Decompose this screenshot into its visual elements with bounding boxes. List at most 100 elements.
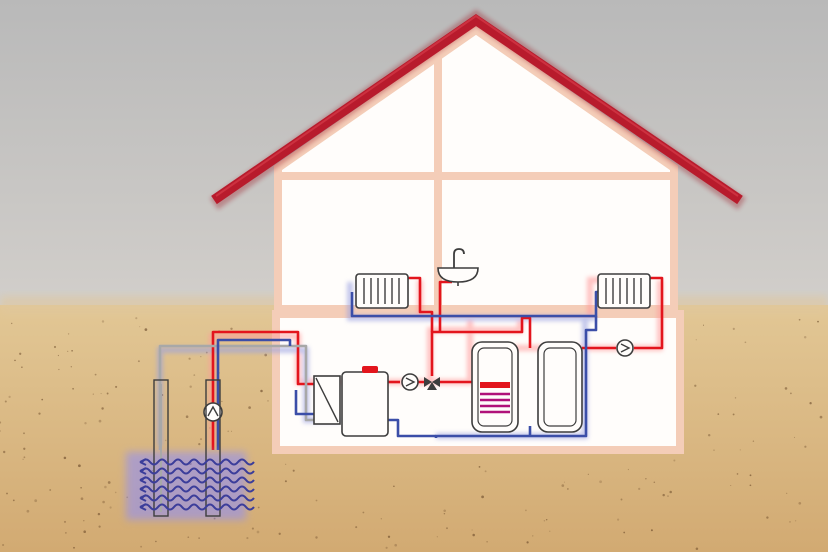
soil-speckle [63,456,67,460]
soil-speckle [673,459,676,462]
soil-speckle [83,530,86,533]
soil-speckle [104,485,107,489]
soil-speckle [22,458,24,460]
soil-speckle [139,326,141,328]
soil-speckle [793,436,796,438]
soil-speckle [0,421,2,424]
soil-speckle [436,536,438,538]
soil-speckle [786,492,788,494]
soil-speckle [292,469,295,472]
soil-speckle [230,327,233,330]
three-way-valve [424,377,440,390]
soil-speckle [267,400,269,402]
soil-speckle [21,366,23,369]
soil-speckle [563,481,565,483]
soil-speckle [650,529,653,532]
soil-speckle [137,360,140,363]
soil-speckle [695,547,699,551]
soil-speckle [80,497,84,501]
flow-arrow-icon [139,458,147,466]
soil-speckle [101,407,104,410]
soil-speckle [362,511,365,514]
soil-speckle [484,470,487,473]
flow-arrow-icon [139,485,147,493]
soil-speckle [70,366,72,368]
soil-speckle [53,345,57,349]
soil-speckle [83,520,85,522]
soil-speckle [627,468,630,471]
radiator-right [597,273,651,309]
flow-arrow-icon [139,467,147,475]
brine-return-pipe-2 [216,338,292,450]
soil-speckle [101,320,105,323]
soil-speckle [8,395,11,399]
soil-speckle [187,536,190,539]
soil-speckle [794,520,797,522]
soil-speckle [749,484,752,487]
soil-speckle [278,532,281,535]
soil-speckle [58,368,60,371]
soil-speckle [645,478,647,480]
soil-speckle [135,317,138,320]
soil-speckle [251,527,254,530]
collector-loop [141,494,255,502]
soil-speckle [817,320,819,323]
soil-speckle [19,352,22,355]
soil-speckle [230,430,233,432]
soil-speckle [567,488,569,490]
heat-pump [341,366,389,437]
soil-speckle [798,501,802,505]
soil-speckle [766,516,769,519]
heat-pump-return-pipe [388,418,436,438]
soil-speckle [385,546,388,549]
soil-speckle [114,491,117,494]
soil-speckle [481,495,484,499]
soil-speckle [57,354,59,357]
soil-speckle [702,324,705,326]
circulation-pump-brine [203,402,223,422]
basement-floor [272,446,684,454]
radiator-left-fins [363,278,400,304]
soil-speckle [188,357,191,360]
soil-speckle [109,506,112,509]
soil-speckle [561,484,565,487]
soil-speckle [669,490,672,494]
soil-speckle [662,493,665,497]
soil-speckle [446,527,448,530]
hot-water-storage-tank [471,341,519,433]
soil-speckle [486,541,488,543]
soil-speckle [34,499,38,503]
ground-collector-loops [139,458,255,511]
soil-speckle [707,433,711,437]
soil-speckle [315,499,318,502]
heat-pump-top-indicator [362,366,378,373]
soil-speckle [14,359,16,362]
soil-speckle [23,456,26,459]
soil-speckle [4,400,7,403]
soil-speckle [695,339,697,341]
soil-speckle [26,509,30,513]
soil-speckle [526,541,529,544]
soil-speckle [809,402,812,405]
soil-speckle [185,415,189,418]
soil-speckle [248,406,251,409]
soil-speckle [115,385,118,388]
valve-riser-pipe [430,316,532,376]
soil-speckle [65,532,67,534]
brine-return-pipe-3 [294,390,314,416]
soil-speckle [549,530,551,532]
soil-speckle [193,374,196,376]
flow-arrow-icon [139,476,147,484]
soil-speckle [189,385,192,388]
soil-speckle [94,373,97,376]
soil-speckle [819,415,823,419]
soil-speckle [198,442,201,446]
soil-speckle [804,445,807,448]
soil-speckle [736,473,739,475]
radiator-right-hot [634,276,664,350]
soil-speckle [315,536,318,539]
soil-speckle [80,486,82,489]
soil-speckle [472,533,475,537]
soil-speckle [744,341,747,344]
